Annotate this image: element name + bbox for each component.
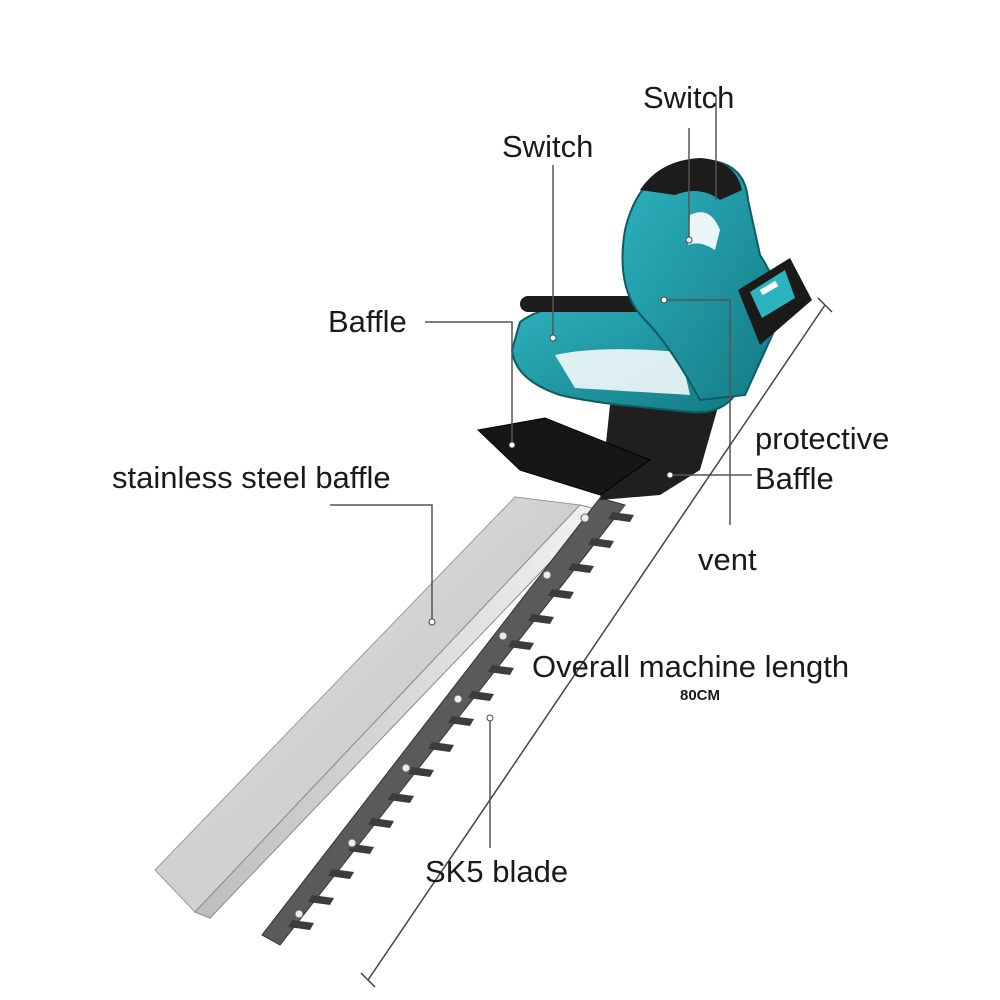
- hand-baffle: [476, 417, 652, 496]
- length-dimension-line: [360, 297, 833, 988]
- label-baffle: Baffle: [328, 304, 407, 339]
- label-protective-line2: Baffle: [755, 461, 834, 496]
- label-sk5-blade: SK5 blade: [425, 854, 568, 889]
- blade-teeth: [288, 512, 634, 930]
- leader-lines: [330, 95, 752, 848]
- label-switch-left: Switch: [502, 129, 593, 164]
- battery-pack: [738, 258, 812, 345]
- leader-dots: [428, 236, 693, 722]
- sk5-blade: [261, 497, 634, 946]
- label-protective-line1: protective: [755, 421, 889, 456]
- label-overall-length: Overall machine length: [532, 649, 849, 684]
- label-switch-top: Switch: [643, 80, 734, 115]
- label-length-value: 80CM: [680, 687, 720, 704]
- label-vent: vent: [698, 542, 757, 577]
- blade-rivets: [294, 513, 590, 919]
- label-stainless-steel-baffle: stainless steel baffle: [112, 460, 391, 495]
